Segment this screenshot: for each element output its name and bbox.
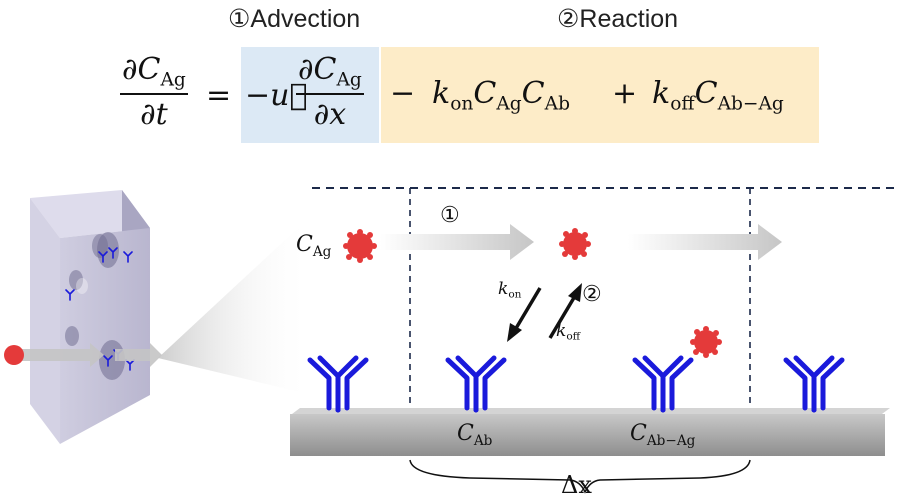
advection-arrow-left [380, 224, 534, 260]
porous-membrane [20, 190, 162, 444]
antibody-3 [635, 358, 691, 410]
equals-sign: = [206, 78, 232, 113]
dissociation-term: koffCAb−Ag [652, 76, 784, 115]
step-1-marker: ① [440, 203, 460, 228]
association-term: konCAgCAb [432, 76, 570, 115]
c-ag-label: CAg [296, 232, 332, 260]
lhs-fraction: ∂CAg ∂t [120, 52, 188, 132]
advection-fraction: ∂CAg ∂x [296, 52, 364, 132]
step-2-marker: ② [582, 282, 602, 307]
zoom-cone [158, 215, 312, 395]
kon-label: kon [498, 279, 522, 301]
koff-arrow [548, 283, 582, 339]
reaction-term-box [381, 47, 819, 143]
kon-arrow [507, 287, 542, 342]
antigen-middle [559, 228, 591, 260]
c-ab-ag-label: CAb−Ag [630, 421, 696, 449]
minus-sign: − [390, 76, 416, 111]
c-ab-label: CAb [457, 421, 493, 449]
advection-arrow-right [628, 224, 782, 260]
delta-x-brace [409, 459, 751, 494]
velocity-term: −u⃗ [245, 78, 308, 113]
antibody-2 [448, 358, 504, 410]
antigen-bound [690, 326, 722, 358]
plus-sign: + [612, 76, 638, 111]
surface-top [292, 408, 890, 414]
delta-x-label: Δx [561, 471, 592, 499]
surface-slab [290, 414, 885, 456]
membrane-antigen [4, 345, 24, 365]
advection-term-box [241, 47, 379, 143]
antigen-inlet [343, 229, 377, 263]
koff-label: koff [556, 321, 581, 343]
advection-header: ①Advection [228, 5, 361, 33]
reaction-header: ②Reaction [557, 5, 679, 33]
antibody-1 [310, 358, 366, 410]
antibody-4 [786, 358, 842, 410]
